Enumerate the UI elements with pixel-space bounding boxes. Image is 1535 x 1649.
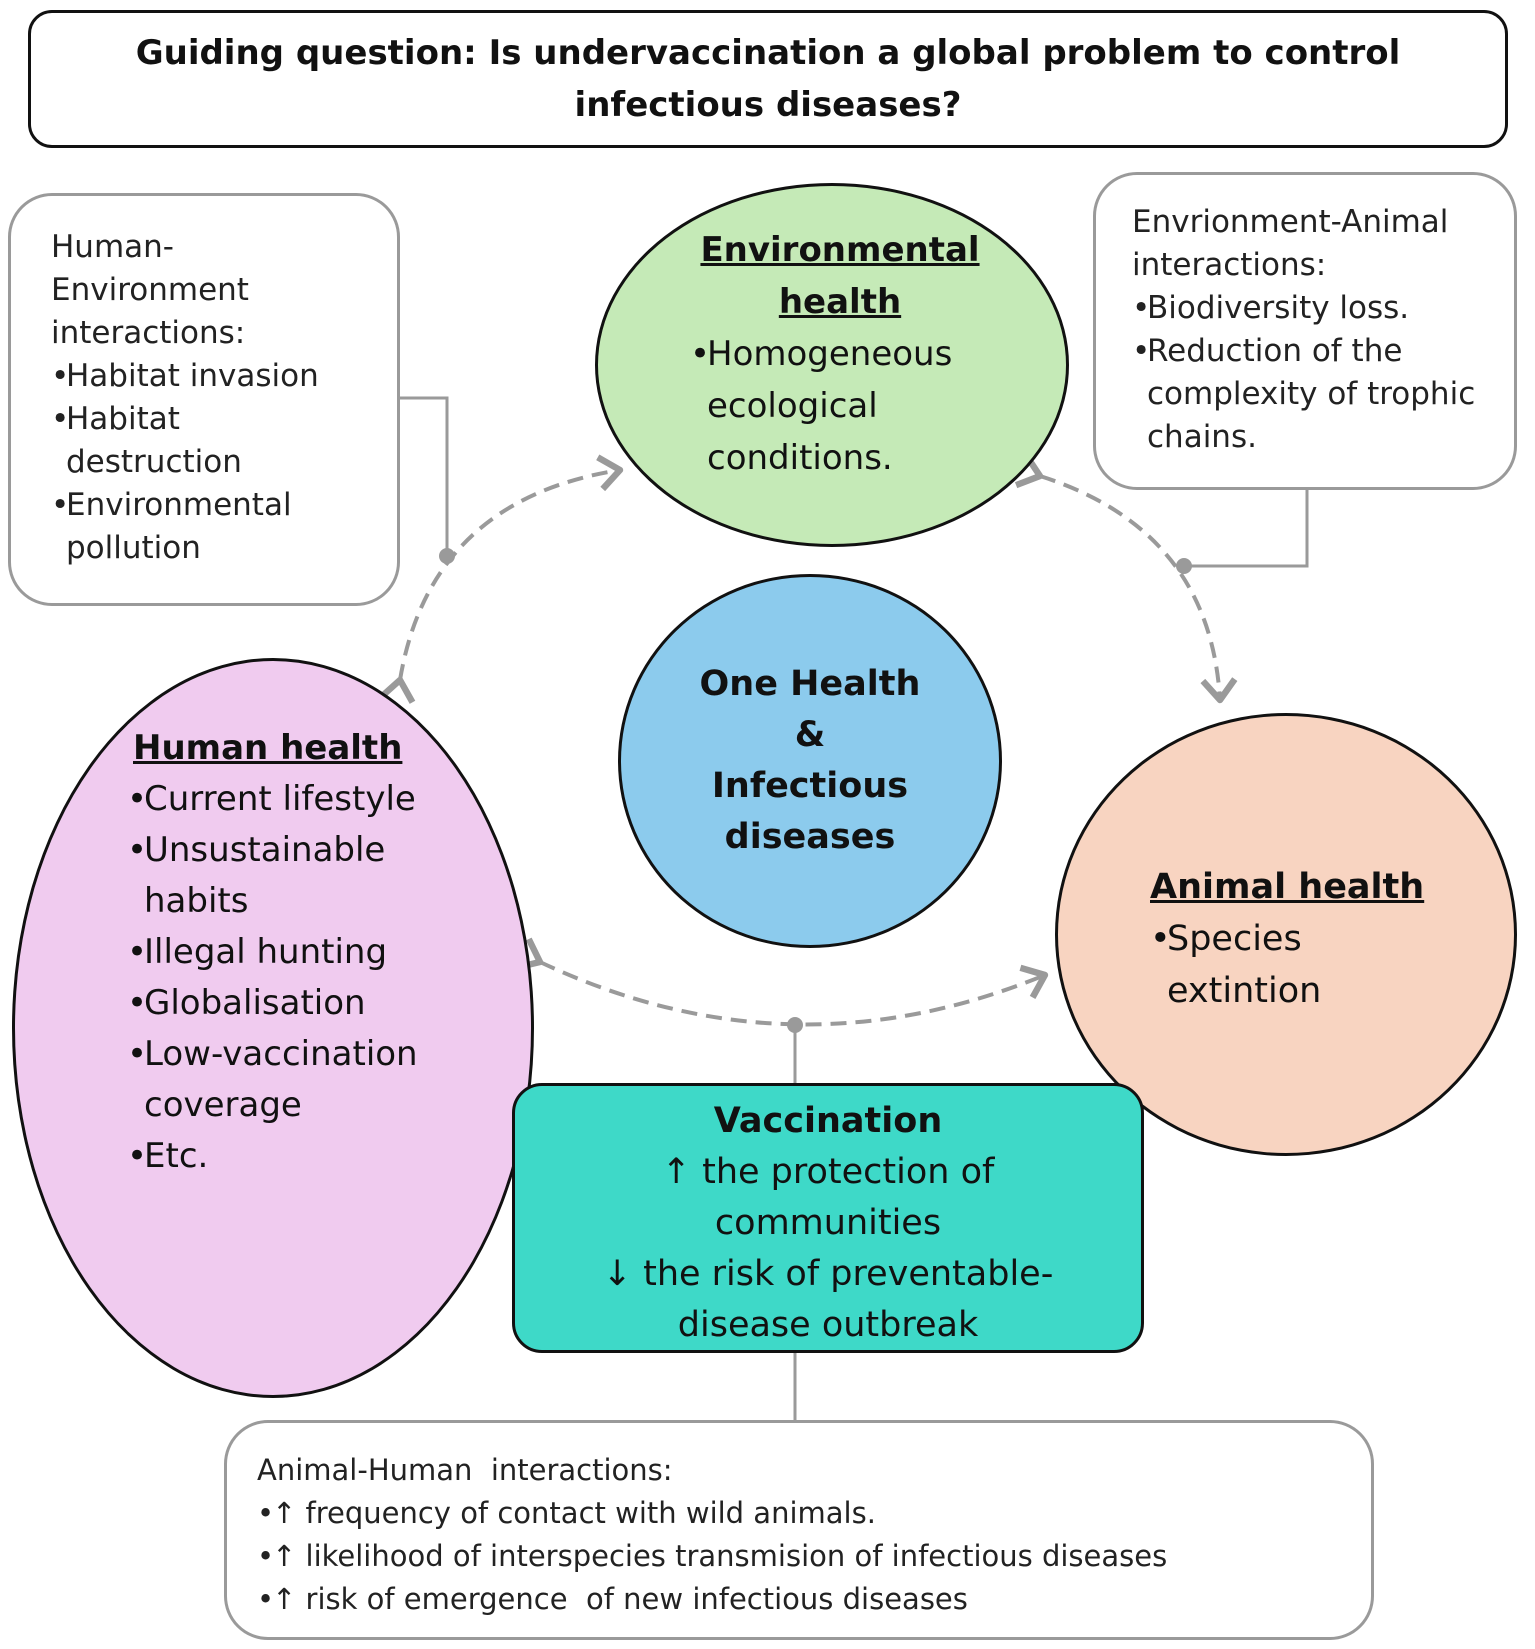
human-environment-interactions-box: Human- Environment interactions: Habitat… (8, 193, 400, 606)
list-item-text: Unsustainable (144, 830, 386, 870)
human-environment-heading-line: Human- (51, 229, 174, 265)
list-item: Globalisation (127, 978, 531, 1029)
list-item-text: chains. (1147, 419, 1257, 455)
list-item-text: complexity of trophic (1147, 376, 1476, 412)
list-item-text: Etc. (144, 1136, 209, 1176)
list-item-text: conditions. (707, 438, 893, 478)
list-item-text: Illegal hunting (144, 932, 388, 972)
animal-health-circle: Animal health Species extintion (1055, 713, 1517, 1156)
one-health-circle: One Health & Infectious diseases (618, 574, 1002, 948)
one-health-line: One Health (699, 664, 921, 704)
list-item: Low-vaccination coverage (127, 1029, 531, 1131)
list-item-text: ↑ risk of emergence of new infectious di… (272, 1582, 968, 1616)
animal-human-heading: Animal-Human interactions: (257, 1453, 673, 1487)
list-item: Habitat invasion (51, 355, 387, 398)
list-item-text: ↑ likelihood of interspecies transmision… (272, 1539, 1168, 1573)
list-item: Biodiversity loss. (1132, 287, 1506, 330)
list-item-text: extintion (1167, 971, 1322, 1011)
leader-environment-animal (1184, 490, 1309, 568)
junction-dot-human-environment (439, 548, 455, 564)
list-item: ↑ frequency of contact with wild animals… (257, 1492, 1361, 1535)
list-item: Reduction of the complexity of trophic cha… (1132, 330, 1506, 459)
list-item: ↑ likelihood of interspecies transmision… (257, 1535, 1361, 1578)
environment-animal-heading-line: interactions: (1132, 247, 1327, 283)
list-item-text: ecological (707, 386, 878, 426)
vaccination-box: Vaccination ↑ the protection of communit… (512, 1083, 1144, 1353)
human-health-ellipse: Human health Current lifestyle Unsustain… (12, 658, 534, 1398)
list-item: Etc. (127, 1131, 531, 1182)
environment-animal-heading-line: Envrionment-Animal (1132, 204, 1449, 240)
list-item: ↑ risk of emergence of new infectious di… (257, 1578, 1361, 1621)
list-item: Current lifestyle (127, 774, 531, 825)
animal-health-list: Species extintion (1150, 913, 1514, 1017)
list-item-text: Low-vaccination (144, 1034, 418, 1074)
human-environment-heading-line: interactions: (51, 315, 246, 351)
list-item-text: coverage (144, 1085, 302, 1125)
arrow-environment-animal (1014, 452, 1238, 704)
arrow-human-environment (378, 454, 624, 704)
vaccination-line: disease outbreak (677, 1305, 979, 1345)
human-environment-heading-line: Environment (51, 272, 249, 308)
list-item-text: Globalisation (144, 983, 366, 1023)
list-item-text: Homogeneous (707, 334, 953, 374)
guiding-question-box: Guiding question: Is undervaccination a … (28, 10, 1508, 148)
list-item-text: Current lifestyle (144, 779, 416, 819)
arrow-human-animal (514, 937, 1049, 1027)
environment-animal-list: Biodiversity loss. Reduction of the compl… (1132, 287, 1506, 459)
list-item: Unsustainable habits (127, 825, 531, 927)
vaccination-line: ↑ the protection of (661, 1152, 995, 1192)
leader-human-environment (400, 396, 449, 556)
list-item: Species extintion (1150, 913, 1514, 1017)
list-item: Homogeneous ecological conditions. (690, 328, 1066, 484)
animal-health-title: Animal health (1150, 867, 1425, 907)
list-item-text: Species (1167, 919, 1302, 959)
one-health-line: diseases (724, 817, 896, 857)
guiding-question-text: Guiding question: Is undervaccination a … (135, 33, 1401, 125)
list-item-text: ↑ frequency of contact with wild animals… (272, 1496, 876, 1530)
one-health-line: Infectious (711, 766, 909, 806)
animal-human-list: ↑ frequency of contact with wild animals… (257, 1492, 1361, 1621)
list-item-text: habits (144, 881, 249, 921)
list-item-text: pollution (66, 530, 201, 566)
vaccination-title: Vaccination (713, 1101, 943, 1141)
animal-human-interactions-box: Animal-Human interactions: ↑ frequency o… (224, 1420, 1374, 1640)
human-environment-list: Habitat invasion Habitat destruction Envi… (51, 355, 387, 570)
vaccination-line: ↓ the risk of preventable- (602, 1254, 1054, 1294)
list-item-text: Environmental (66, 487, 292, 523)
list-item-text: Habitat (66, 401, 180, 437)
list-item-text: destruction (66, 444, 242, 480)
environmental-health-circle: Environmental health Homogeneous ecologic… (595, 183, 1069, 547)
junction-dot-human-animal (787, 1017, 803, 1033)
environmental-health-title: Environmental health (700, 230, 980, 322)
list-item: Illegal hunting (127, 927, 531, 978)
list-item-text: Reduction of the (1147, 333, 1403, 369)
human-health-list: Current lifestyle Unsustainable habits Il… (127, 774, 531, 1182)
junction-dot-environment-animal (1176, 558, 1192, 574)
human-health-title: Human health (133, 728, 403, 768)
environmental-health-list: Homogeneous ecological conditions. (690, 328, 1066, 484)
one-health-line: & (794, 715, 826, 755)
vaccination-line: communities (714, 1203, 942, 1243)
list-item: Habitat destruction (51, 398, 387, 484)
list-item-text: Biodiversity loss. (1147, 290, 1410, 326)
list-item: Environmental pollution (51, 484, 387, 570)
list-item-text: Habitat invasion (66, 358, 319, 394)
environment-animal-interactions-box: Envrionment-Animal interactions: Biodive… (1093, 172, 1517, 490)
